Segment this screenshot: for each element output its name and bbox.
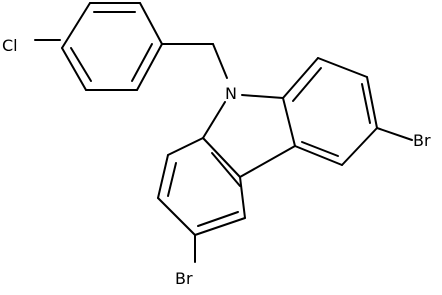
bond [197, 211, 239, 227]
bond [131, 43, 153, 82]
bond [157, 154, 169, 199]
bond [70, 47, 92, 82]
bonds [34, 2, 413, 263]
bond [301, 141, 339, 157]
bond [139, 2, 163, 45]
bond [361, 83, 371, 124]
bond [366, 76, 378, 129]
atom-labels: Cl N Br Br [2, 36, 431, 288]
bond [241, 94, 284, 99]
bond [136, 43, 163, 91]
bond [61, 2, 91, 49]
chlorine-label: Cl [2, 36, 18, 55]
bond [317, 57, 368, 78]
bond [211, 152, 241, 187]
bond [167, 162, 177, 197]
bond [376, 127, 413, 141]
bond [202, 101, 226, 139]
bond [292, 67, 322, 102]
bond [341, 127, 378, 166]
bond [194, 217, 246, 236]
bond [212, 43, 228, 79]
bond [294, 145, 343, 166]
bond [282, 97, 296, 147]
bond [61, 47, 87, 91]
bond [202, 137, 241, 178]
bond [239, 176, 246, 219]
bond [282, 57, 319, 99]
bromine-label-bottom: Br [175, 269, 193, 288]
nitrogen-label: N [225, 84, 237, 103]
bond [157, 197, 196, 236]
bromine-label-right: Br [413, 131, 431, 150]
bond [167, 137, 204, 156]
bond [239, 145, 296, 178]
